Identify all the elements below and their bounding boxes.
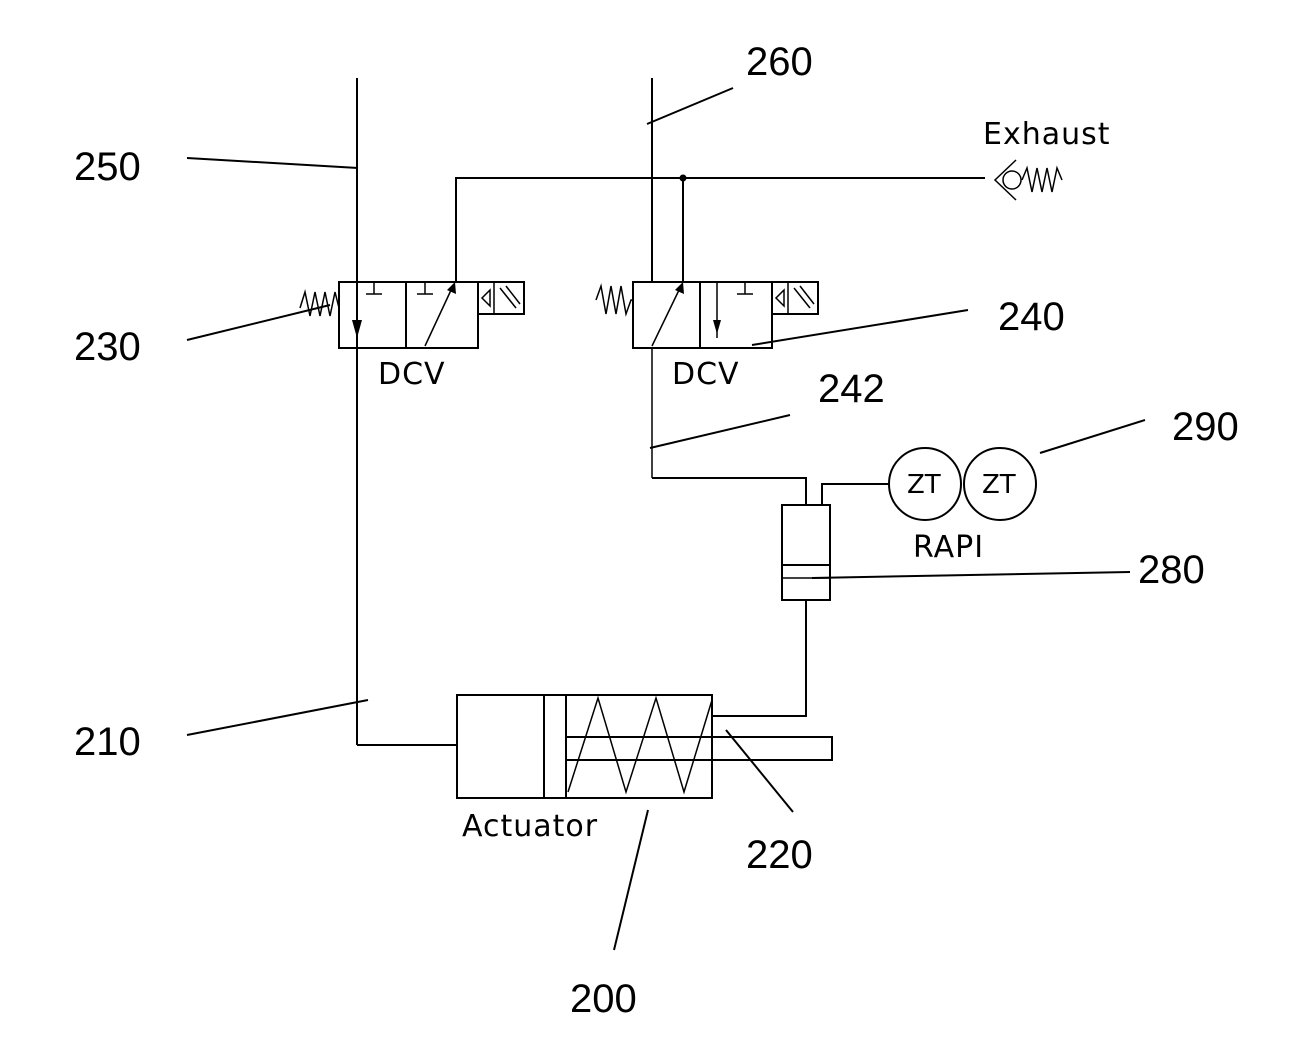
dcv-right-label: DCV [672, 357, 740, 392]
ref-260: 260 [746, 40, 813, 84]
ref-250: 250 [74, 145, 141, 189]
exhaust-check-valve-icon [995, 160, 1062, 200]
ref-280: 280 [1138, 548, 1205, 592]
ref-290: 290 [1172, 405, 1239, 449]
exhaust-line [456, 175, 985, 283]
rapi-module [782, 484, 889, 600]
actuator-label: Actuator [462, 809, 598, 844]
ref-200: 200 [570, 977, 637, 1021]
ref-220: 220 [746, 833, 813, 877]
supply-line-left [352, 78, 457, 745]
exhaust-label: Exhaust [983, 117, 1111, 152]
ref-210: 210 [74, 720, 141, 764]
zt-sensor-1-label: ZT [907, 470, 941, 500]
dcv-left [300, 282, 524, 348]
actuator [457, 695, 832, 798]
ref-230: 230 [74, 325, 141, 369]
line-242 [652, 478, 806, 505]
ref-242: 242 [818, 367, 885, 411]
ref-240: 240 [998, 295, 1065, 339]
rapi-label: RAPI [913, 530, 984, 565]
dcv-left-label: DCV [378, 357, 446, 392]
actuator-return-line [712, 600, 806, 716]
zt-sensor-2-label: ZT [982, 470, 1016, 500]
